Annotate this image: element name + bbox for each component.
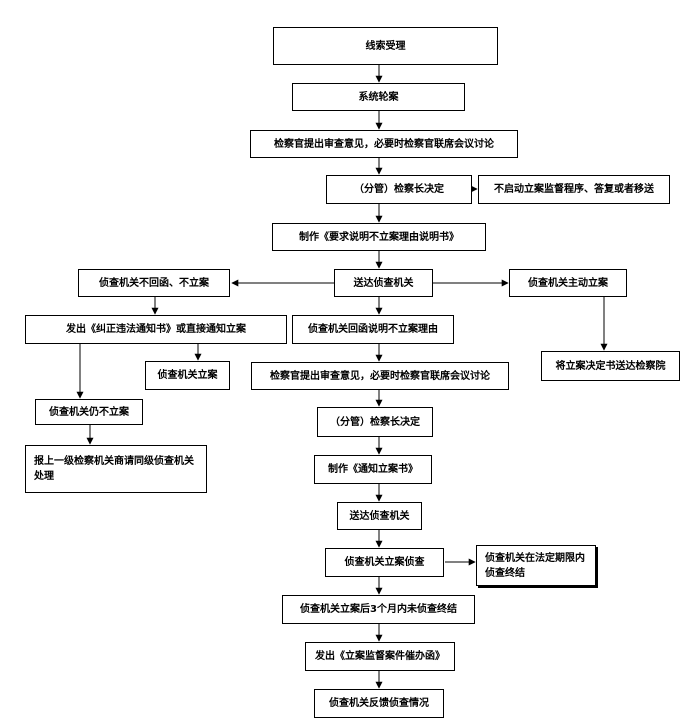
node-report-superior: 报上一级检察机关商请同级侦查机关处理 [25, 445, 207, 493]
node-chief-decision-2: （分管）检察长决定 [317, 407, 433, 437]
node-deliver-2: 送达侦查机关 [337, 502, 422, 530]
node-not-concluded-3-months: 侦查机关立案后3个月内未侦查终结 [282, 595, 475, 624]
node-make-filing-notice: 制作《通知立案书》 [314, 455, 432, 484]
node-correction-notice: 发出《纠正违法通知书》或直接通知立案 [25, 315, 287, 344]
node-still-no-case: 侦查机关仍不立案 [35, 399, 143, 425]
node-prosecutor-review-2: 检察官提出审查意见，必要时检察官联席会议讨论 [251, 362, 509, 390]
node-reply-reason: 侦查机关回函说明不立案理由 [292, 315, 454, 344]
node-investigation-concluded: 侦查机关在法定期限内侦查终结 [476, 545, 596, 586]
node-system-rotation: 系统轮案 [292, 83, 465, 111]
node-no-supervision: 不启动立案监督程序、答复或者移送 [478, 175, 670, 204]
node-no-reply-no-case: 侦查机关不回函、不立案 [78, 269, 230, 297]
node-filing-investigation: 侦查机关立案侦查 [325, 548, 444, 577]
node-clue-acceptance: 线索受理 [273, 27, 498, 65]
node-chief-decision-1: （分管）检察长决定 [326, 175, 472, 204]
node-deliver-1: 送达侦查机关 [334, 269, 433, 297]
node-prosecutor-review-1: 检察官提出审查意见，必要时检察官联席会议讨论 [250, 130, 518, 158]
node-send-filing-decision: 将立案决定书送达检察院 [541, 351, 680, 381]
node-make-explanation-request: 制作《要求说明不立案理由说明书》 [272, 223, 486, 251]
node-active-filing: 侦查机关主动立案 [509, 269, 627, 297]
node-investigation-filed: 侦查机关立案 [145, 361, 230, 390]
node-feedback: 侦查机关反馈侦查情况 [314, 689, 444, 718]
node-urging-letter: 发出《立案监督案件催办函》 [305, 642, 455, 671]
